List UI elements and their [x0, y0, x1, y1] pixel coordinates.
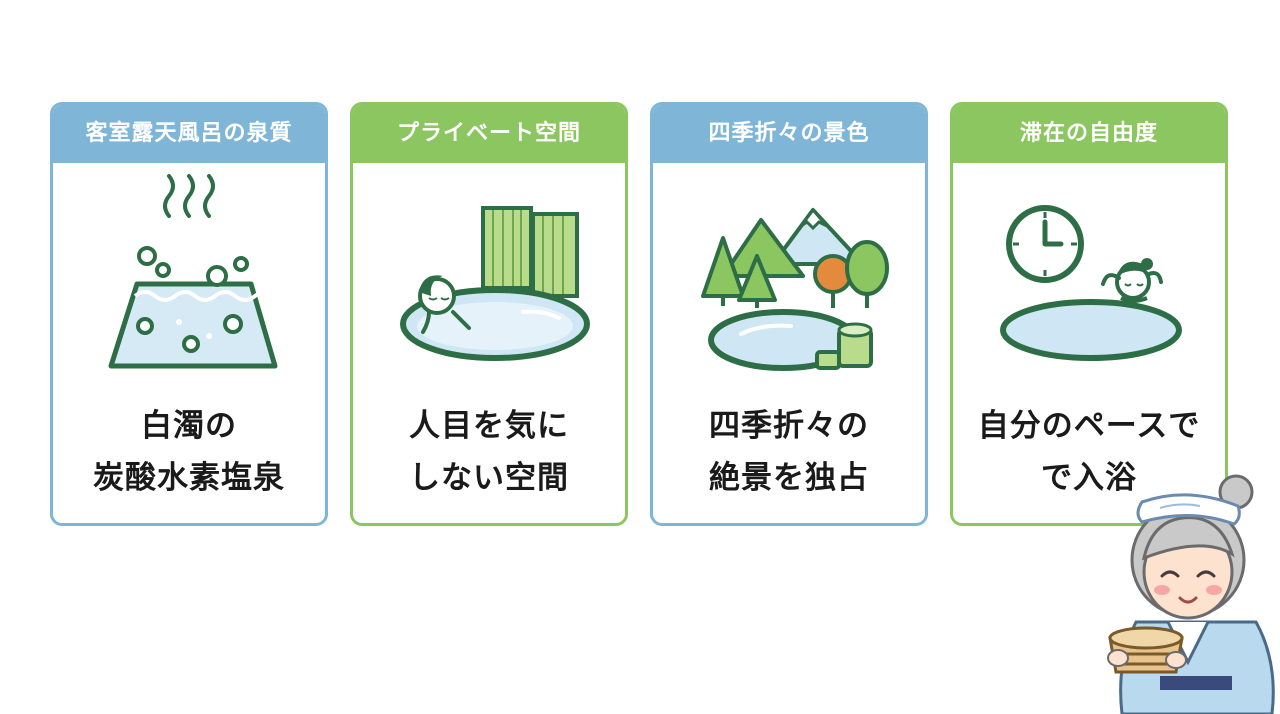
mountain-forest-view-bath-icon — [653, 166, 925, 396]
card-private-space: プライベート空間 人目を気に しない空間 — [350, 102, 628, 526]
card-text-line-2: で入浴 — [1041, 460, 1137, 496]
card-header: 滞在の自由度 — [953, 105, 1225, 163]
card-description: 自分のペースで で入浴 — [953, 400, 1225, 504]
bather-behind-privacy-screen-icon — [353, 166, 625, 396]
card-description: 四季折々の 絶景を独占 — [653, 400, 925, 504]
card-text-line-1: 自分のペースで — [977, 408, 1201, 444]
card-description: 白濁の 炭酸水素塩泉 — [53, 400, 325, 504]
grandma-with-wooden-bath-bucket-illustration — [1096, 462, 1280, 714]
card-description: 人目を気に しない空間 — [353, 400, 625, 504]
card-text-line-2: 絶景を独占 — [709, 460, 869, 496]
card-text-line-1: 人目を気に — [409, 408, 569, 444]
card-header: 四季折々の景色 — [653, 105, 925, 163]
card-text-line-2: しない空間 — [409, 460, 569, 496]
card-text-line-1: 白濁の — [141, 408, 237, 444]
card-header: 客室露天風呂の泉質 — [53, 105, 325, 163]
card-bathing-freedom: 滞在の自由度 自分のペースで で入浴 — [950, 102, 1228, 526]
card-spring-quality: 客室露天風呂の泉質 白濁の 炭酸水素塩泉 — [50, 102, 328, 526]
bubbling-hot-spring-tub-icon — [53, 166, 325, 396]
card-text-line-1: 四季折々の — [709, 408, 869, 444]
card-seasonal-view: 四季折々の景色 四季折々の 絶景を独占 — [650, 102, 928, 526]
card-header: プライベート空間 — [353, 105, 625, 163]
clock-and-relaxing-bather-icon — [953, 166, 1225, 396]
card-text-line-2: 炭酸水素塩泉 — [93, 460, 285, 496]
